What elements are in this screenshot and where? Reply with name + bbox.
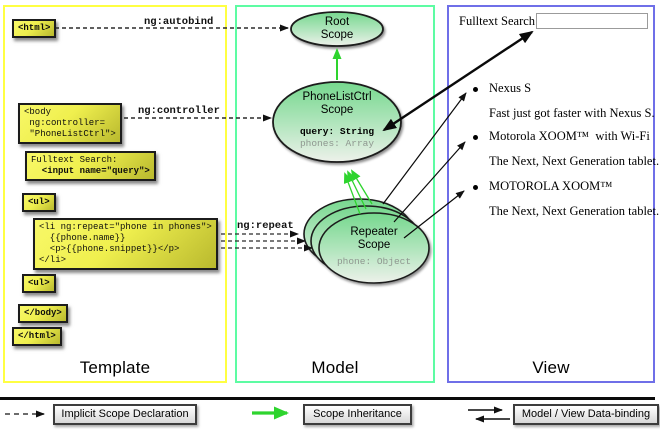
ng-controller-label: ng:controller (138, 105, 220, 117)
ng-autobind-label: ng:autobind (144, 16, 214, 28)
bullet-icon (473, 185, 478, 190)
code-li-repeat: <li ng:repeat="phone in phones"> {{phone… (33, 218, 218, 270)
phone-property: phone: Object (336, 256, 412, 267)
repeater-scope-label: Repeater Scope phone: Object (318, 226, 430, 268)
code-html-open: <html> (12, 19, 57, 38)
code-ul-close: <ul> (22, 274, 56, 293)
phonelistctrl-scope-label: PhoneListCtrl Scope query: String phones… (275, 91, 399, 150)
view-item-title: Nexus S (489, 81, 532, 95)
fulltext-search-input[interactable] (536, 13, 648, 29)
phones-property: phones: Array (299, 138, 375, 149)
code-fulltext-input: Fulltext Search: <input name="query"> (25, 151, 156, 181)
view-item-desc: The Next, Next Generation tablet. (489, 154, 660, 168)
code-ul-open: <ul> (22, 193, 56, 212)
view-item-desc: The Next, Next Generation tablet. (489, 204, 660, 218)
view-panel: View (447, 5, 655, 383)
model-panel: Model (235, 5, 435, 383)
view-item-title: Motorola XOOM™ with Wi-Fi (489, 129, 650, 143)
bullet-icon (473, 87, 478, 92)
template-panel-label: Template (79, 358, 151, 377)
root-scope-label: Root Scope (320, 16, 354, 41)
view-item-title: MOTOROLA XOOM™ (489, 179, 613, 193)
fulltext-search-label: Fulltext Search: (459, 14, 539, 28)
model-panel-label: Model (311, 358, 359, 377)
legend-scope-inheritance: Scope Inheritance (303, 404, 412, 425)
bullet-icon (473, 135, 478, 140)
view-panel-label: View (532, 358, 570, 377)
code-body-open: <body ng:controller= "PhoneListCtrl"> (18, 103, 122, 144)
legend-model-view-data-binding: Model / View Data-binding (513, 404, 659, 425)
ng-repeat-label: ng:repeat (237, 220, 294, 232)
legend-separator (0, 397, 655, 400)
code-body-close: </body> (18, 304, 68, 323)
code-html-close: </html> (12, 327, 62, 346)
legend-implicit-scope-declaration: Implicit Scope Declaration (53, 404, 197, 425)
view-item-desc: Fast just got faster with Nexus S. (489, 106, 655, 120)
query-property: query: String (299, 126, 375, 137)
